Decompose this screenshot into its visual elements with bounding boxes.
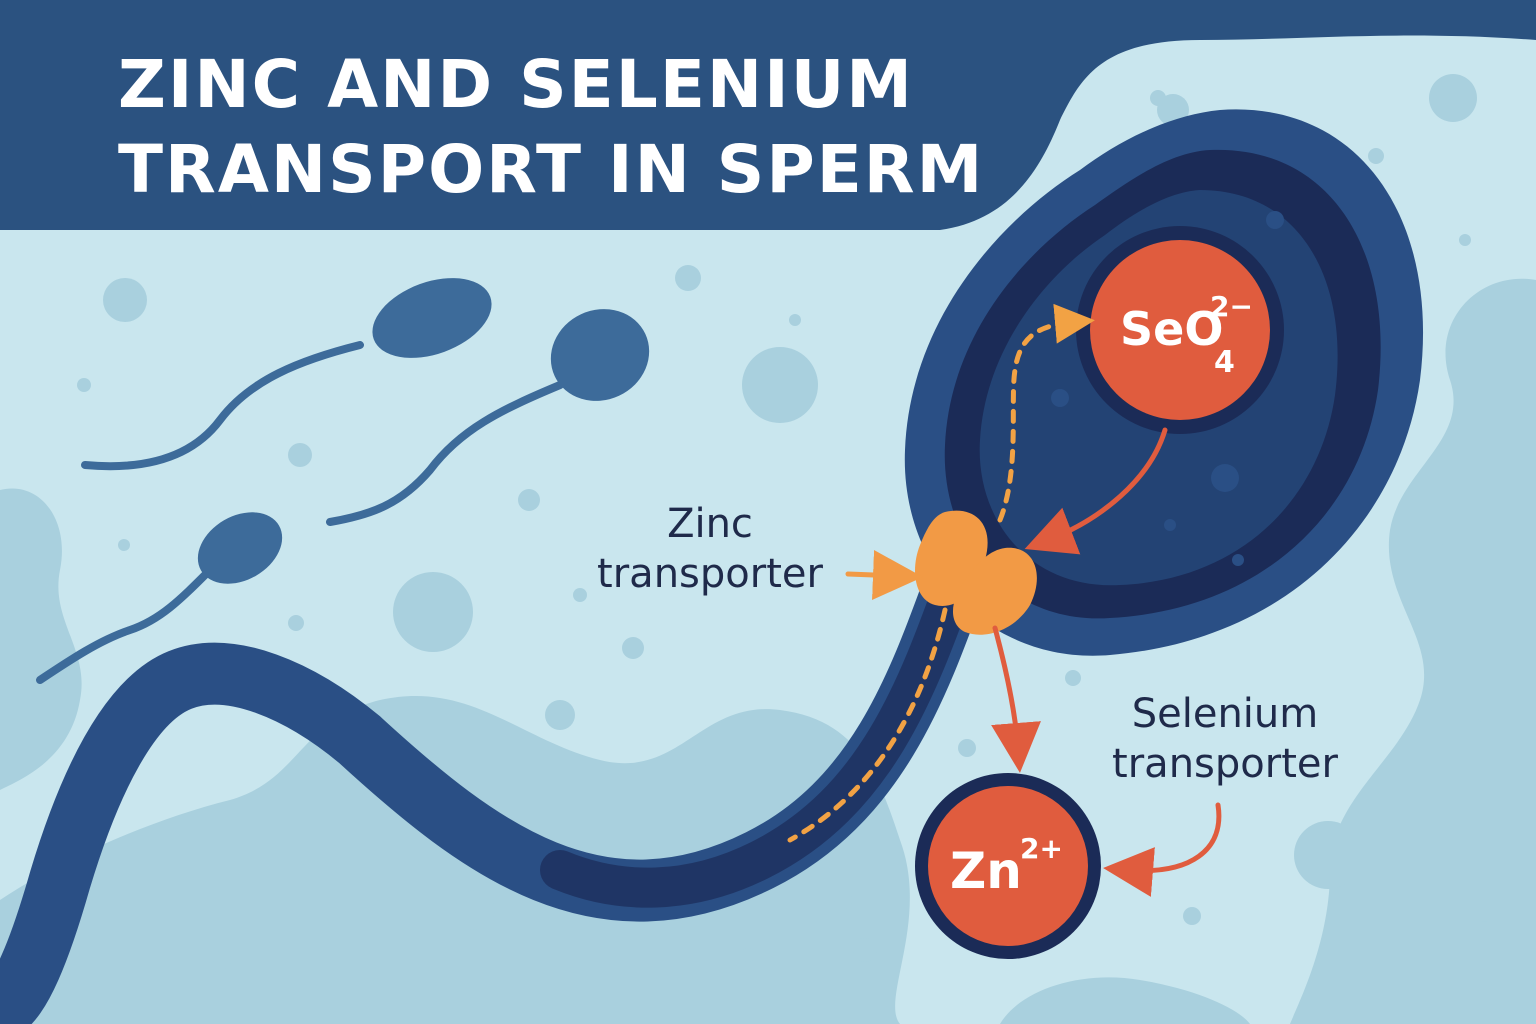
page-title-line-1: ZINC AND SELENIUM [118, 46, 914, 123]
selenium-transporter-label-line-2: transporter [1112, 741, 1338, 787]
dashed-transport-path-tail [787, 607, 948, 843]
selenate-ion-subscript: 4 [1214, 345, 1235, 380]
blob-bottom-center [1000, 977, 1250, 1024]
selenate-ion-charge: 2− [1210, 290, 1253, 323]
zinc-transporter-label-line-1: Zinc [667, 501, 753, 547]
selenate-ion: SeO 4 2− [1076, 226, 1284, 434]
sperm-cell-icon [36, 512, 283, 684]
selenate-ion-symbol: SeO [1120, 302, 1223, 356]
selenate-to-transporter-arrow [1024, 427, 1168, 555]
background-dots [55, 74, 1523, 969]
blob-left [0, 488, 82, 790]
transporter-to-zinc-arrow [991, 625, 1041, 773]
selenium-transporter-label-line-1: Selenium [1132, 691, 1319, 737]
selenium-transporter-pointer-arrow [1103, 802, 1222, 897]
dashed-transport-path-head [997, 303, 1095, 523]
zinc-ion-symbol: Zn [950, 842, 1022, 900]
zinc-transporter-label-line-2: transporter [597, 551, 823, 597]
zinc-ion: Zn 2+ [915, 773, 1101, 959]
page-title-line-2: TRANSPORT IN SPERM [118, 131, 984, 208]
zinc-transporter-pointer-arrow [845, 550, 923, 600]
small-sperm-cells [36, 278, 650, 684]
title-banner [0, 0, 1536, 230]
sperm-cell-icon [81, 278, 492, 471]
transporter-channel-icon [915, 510, 1037, 635]
main-sperm-tail [0, 539, 991, 1024]
zinc-ion-charge: 2+ [1020, 832, 1063, 865]
blob-bottom-left [0, 695, 910, 1024]
sperm-cell-icon [326, 309, 650, 526]
